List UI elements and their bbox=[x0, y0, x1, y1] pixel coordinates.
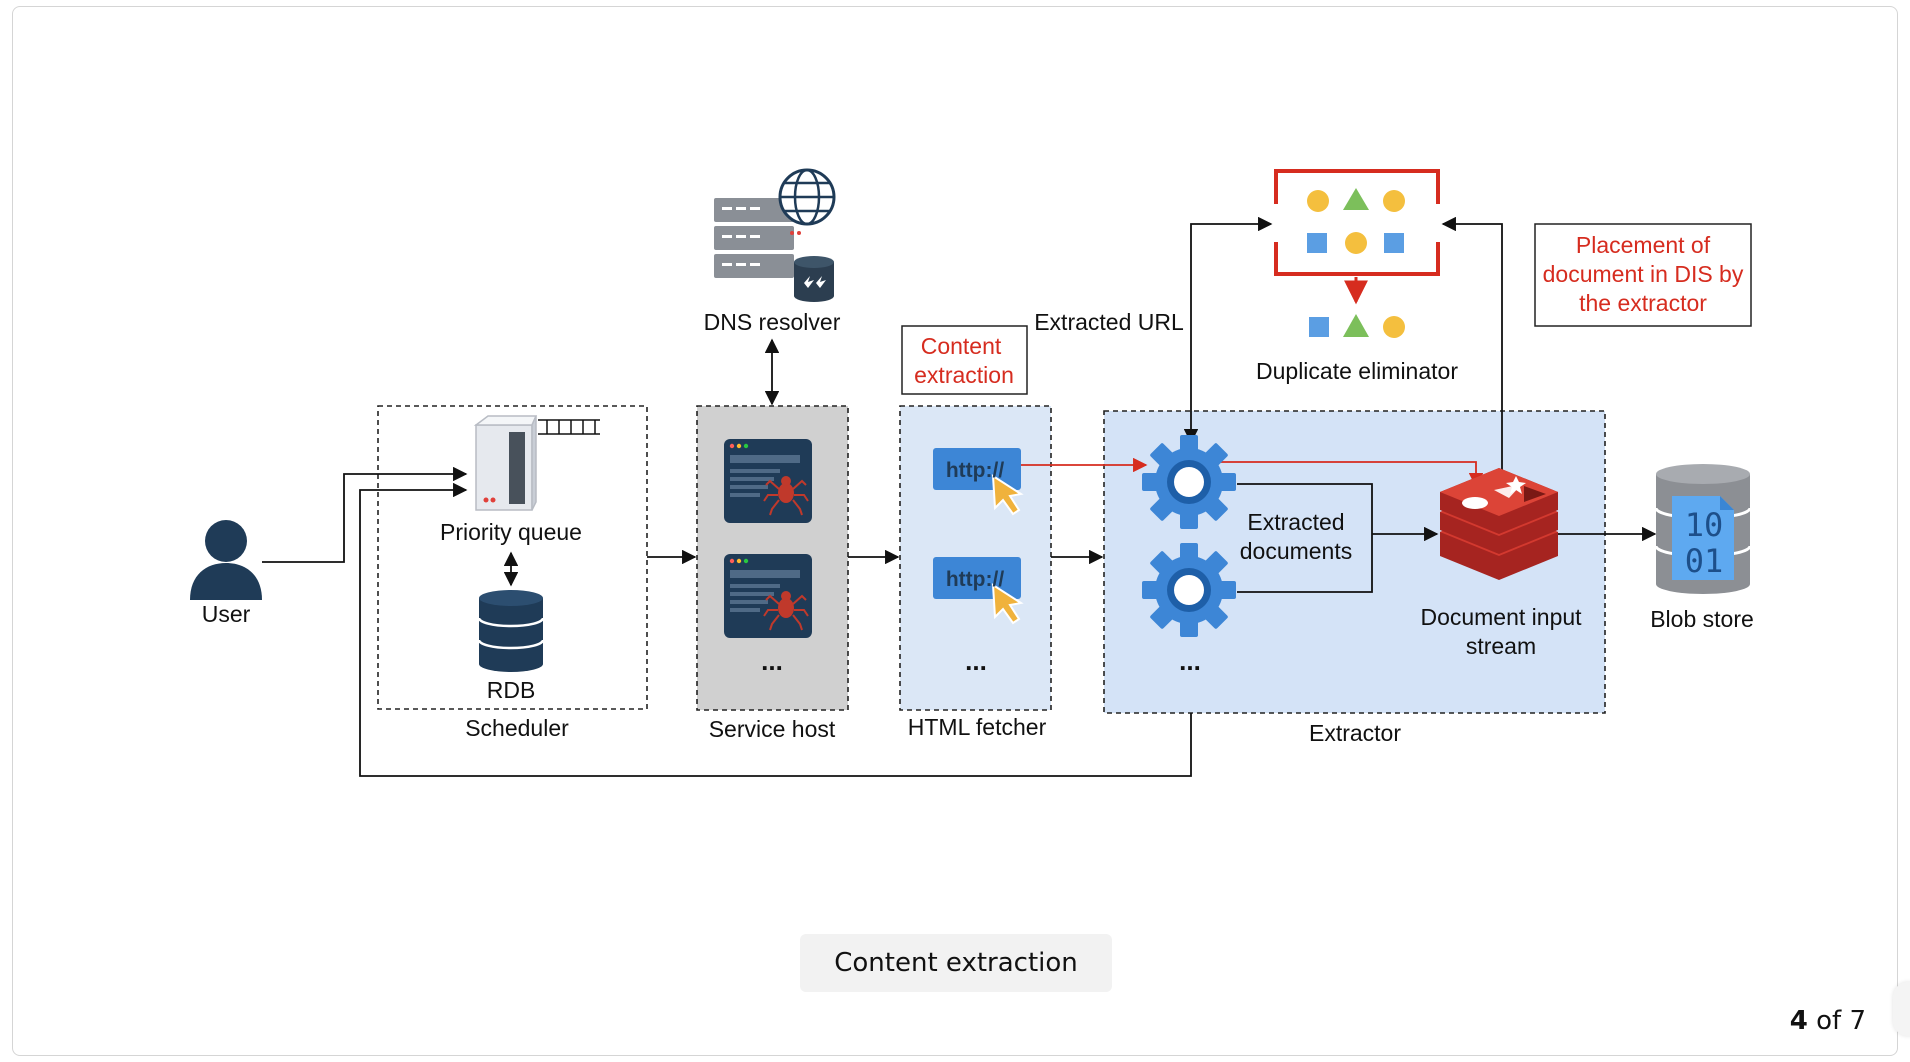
duplicate-shapes-icon bbox=[1307, 188, 1405, 254]
content-extraction-note-line1: Content bbox=[921, 333, 1002, 359]
placement-note-box bbox=[1534, 223, 1752, 327]
extracted-documents-connector bbox=[1237, 483, 1373, 593]
next-slide-handle[interactable] bbox=[1893, 982, 1910, 1036]
dis-placement-arrow bbox=[1441, 216, 1510, 490]
priority-queue-server-icon bbox=[473, 415, 538, 511]
redis-stream-icon bbox=[1440, 468, 1558, 580]
pager-total: 7 bbox=[1849, 1006, 1866, 1036]
gear-icon bbox=[1142, 543, 1236, 637]
rdb-label: RDB bbox=[487, 677, 536, 703]
rdb-database-icon bbox=[477, 590, 545, 672]
blob-store-bits-top: 10 bbox=[1685, 506, 1724, 544]
user-to-priority-queue-arrow bbox=[262, 466, 468, 563]
slide-pager: 4 of 7 bbox=[1790, 1006, 1866, 1036]
dns-server-icon bbox=[714, 198, 801, 278]
http-link-text: http:// bbox=[946, 459, 1004, 482]
queue-icon bbox=[538, 419, 600, 435]
extractor-ellipsis: ... bbox=[1179, 646, 1201, 676]
duplicate-eliminator-bracket bbox=[1274, 169, 1440, 276]
service-host-label: Service host bbox=[709, 716, 836, 742]
user-label: User bbox=[202, 601, 251, 627]
pager-current: 4 bbox=[1789, 1006, 1808, 1036]
extracted-url-label: Extracted URL bbox=[1034, 309, 1184, 335]
globe-icon bbox=[778, 168, 836, 226]
scheduler-box bbox=[377, 405, 648, 710]
scheduler-label: Scheduler bbox=[465, 715, 569, 741]
content-extraction-note-box bbox=[901, 325, 1028, 395]
dis-label-line2: stream bbox=[1466, 633, 1536, 659]
priority-queue-label: Priority queue bbox=[440, 519, 582, 545]
blob-store-label: Blob store bbox=[1650, 606, 1754, 632]
dns-cache-icon bbox=[794, 256, 834, 302]
html-fetcher-ellipsis: ... bbox=[965, 646, 987, 676]
placement-note-line3: the extractor bbox=[1579, 290, 1707, 316]
blob-store-bits-bottom: 01 bbox=[1685, 542, 1724, 580]
extracted-documents-line1: Extracted bbox=[1247, 509, 1344, 535]
dns-resolver-label: DNS resolver bbox=[704, 309, 841, 335]
blob-store-icon bbox=[1654, 464, 1752, 594]
dis-label-line1: Document input bbox=[1420, 604, 1582, 630]
placement-note-line1: Placement of bbox=[1576, 232, 1711, 258]
content-extraction-note-line2: extraction bbox=[914, 362, 1014, 388]
html-fetcher-label: HTML fetcher bbox=[908, 714, 1047, 740]
service-host-ellipsis: ... bbox=[761, 646, 783, 676]
crawler-browser-icon bbox=[723, 438, 813, 524]
extracted-url-arrow bbox=[1183, 216, 1273, 444]
pager-separator: of bbox=[1816, 1006, 1842, 1036]
caption-button[interactable]: Content extraction bbox=[800, 934, 1112, 992]
unique-shapes-icon bbox=[1309, 314, 1405, 338]
placement-note-line2: document in DIS by bbox=[1543, 261, 1744, 287]
duplicate-eliminator-label: Duplicate eliminator bbox=[1256, 358, 1458, 384]
gear-icon bbox=[1142, 435, 1236, 529]
crawler-browser-icon bbox=[723, 553, 813, 639]
extractor-feedback-loop-arrow bbox=[359, 482, 1192, 777]
extractor-label: Extractor bbox=[1309, 720, 1401, 746]
user-icon bbox=[190, 520, 262, 600]
extracted-documents-line2: documents bbox=[1240, 538, 1353, 564]
http-link-text: http:// bbox=[946, 568, 1004, 591]
